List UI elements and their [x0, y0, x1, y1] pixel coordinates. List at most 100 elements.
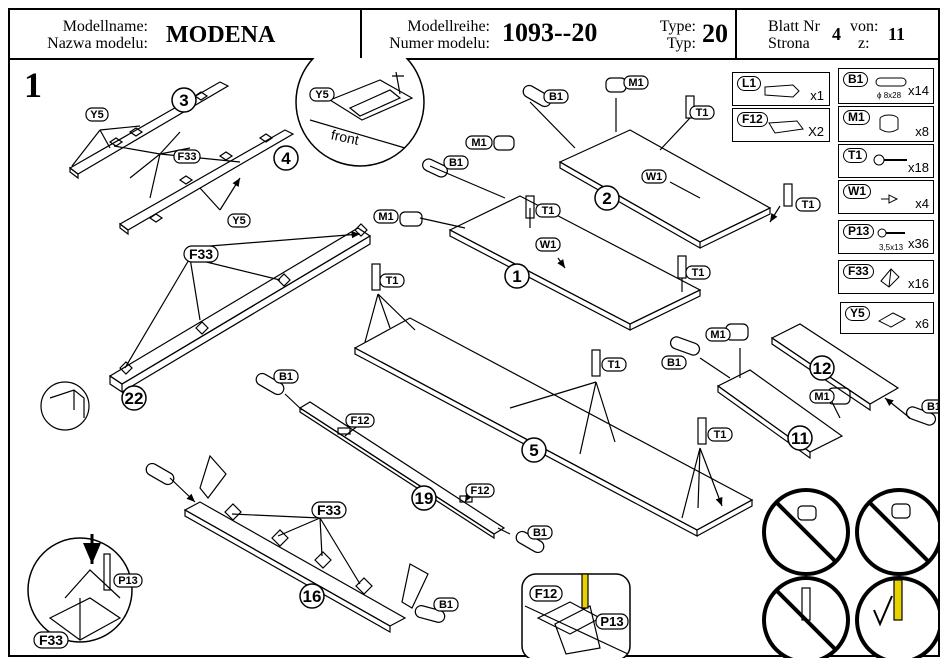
connector-icon [877, 312, 907, 328]
tag-f33: F33 [39, 632, 63, 648]
tag-t1: T1 [386, 275, 399, 287]
legend-item-f12: F12 X2 [732, 108, 830, 142]
header-bar: Modellname: Nazwa modelu: MODENA Modellr… [10, 10, 938, 60]
legend-qty: x6 [915, 316, 929, 331]
tag-f33: F33 [178, 151, 197, 163]
legend-qty: x8 [915, 124, 929, 139]
legend-qty: x36 [908, 236, 929, 251]
dowel-icon [875, 77, 907, 87]
tag-t1: T1 [608, 359, 621, 371]
panel-11-12 [669, 323, 937, 460]
series-label-de: Modellreihe: [407, 18, 490, 35]
tag-y5: Y5 [232, 215, 245, 227]
tag-b1: B1 [279, 371, 293, 383]
tag-t1: T1 [714, 429, 727, 441]
tag-f33: F33 [317, 502, 341, 518]
legend-tag: Y5 [845, 306, 870, 321]
cam-lock-icon [879, 114, 899, 133]
tag-y5: Y5 [315, 89, 328, 101]
tag-f12: F12 [471, 485, 490, 497]
legend-qty: x18 [908, 160, 929, 175]
tag-t1: T1 [802, 199, 815, 211]
legend-tag: T1 [843, 148, 868, 163]
part-3: 3 [179, 91, 188, 110]
tag-b1: B1 [533, 527, 547, 539]
warning-circles [762, 488, 938, 658]
of-label-pl: z: [858, 35, 870, 52]
tag-m1: M1 [710, 329, 725, 341]
front-caption: front [330, 126, 361, 147]
type-value: 20 [702, 19, 728, 48]
tag-w1: W1 [540, 239, 557, 251]
bracket-detail [27, 534, 133, 643]
tag-y5: Y5 [90, 109, 103, 121]
legend-spec: ϕ 8x28 [877, 91, 902, 100]
corner-bracket-icon [880, 268, 900, 288]
panel-1 [399, 158, 702, 331]
cam-bolt-icon [873, 154, 907, 166]
legend-item-b1: B1 ϕ 8x28 x14 [838, 68, 934, 104]
part-12: 12 [813, 359, 832, 378]
y5-front-detail [295, 58, 425, 167]
step-number: 1 [24, 65, 42, 105]
tag-m1: M1 [471, 137, 486, 149]
panel-5 [353, 263, 754, 537]
tag-p13: P13 [600, 614, 623, 629]
legend-spec: 3,5x13 [879, 243, 904, 252]
tag-b1: B1 [449, 157, 463, 169]
model-name-label-pl: Nazwa modelu: [47, 35, 148, 52]
sheet-label-de: Blatt Nr [768, 18, 820, 35]
instruction-sheet: Modellname: Nazwa modelu: MODENA Modellr… [8, 8, 940, 658]
screw-icon [877, 228, 905, 238]
shelf-support-icon [768, 120, 804, 134]
panel-22 [40, 223, 372, 431]
tag-f12: F12 [351, 415, 370, 427]
legend-qty: x4 [915, 196, 929, 211]
sheet-label-pl: Strona [768, 35, 810, 52]
tag-b1: B1 [927, 401, 938, 413]
glue-tube-icon [764, 84, 800, 98]
panel-16 [145, 454, 446, 634]
legend-tag: W1 [843, 184, 871, 199]
legend-item-t1: T1 x18 [838, 144, 934, 178]
tag-b1: B1 [667, 357, 681, 369]
legend-item-m1: M1 x8 [838, 106, 934, 142]
part-2: 2 [602, 189, 611, 208]
legend-item-f33: F33 x16 [838, 260, 934, 294]
part-16: 16 [303, 587, 322, 606]
tag-f12: F12 [535, 586, 557, 601]
part-11: 11 [791, 429, 809, 448]
legend-tag: F33 [843, 264, 874, 279]
part-1: 1 [512, 267, 521, 286]
header-divider [735, 10, 737, 58]
legend-tag: B1 [843, 72, 869, 87]
tag-m1: M1 [378, 211, 393, 223]
legend-item-l1: L1 x1 [732, 72, 830, 106]
legend-item-y5: Y5 x6 [840, 302, 934, 334]
tag-m1: M1 [814, 391, 829, 403]
type-label-de: Type: [659, 18, 696, 35]
assembly-drawing: 3 4 22 1 2 5 12 11 19 16 [27, 58, 938, 658]
part-22: 22 [125, 389, 144, 408]
tag-w1: W1 [646, 171, 663, 183]
sheet-value: 4 [832, 24, 841, 44]
legend-qty: x1 [810, 88, 824, 103]
type-label-pl: Typ: [666, 35, 696, 52]
series-number: 1093--20 [502, 18, 598, 47]
pin-icon [881, 194, 899, 204]
part-4: 4 [281, 149, 291, 168]
legend-qty: x14 [908, 83, 929, 98]
legend-tag: F12 [737, 112, 768, 127]
model-name: MODENA [166, 22, 276, 48]
part-5: 5 [529, 441, 538, 460]
legend-tag: P13 [843, 224, 875, 239]
of-label-de: von: [850, 18, 879, 35]
tag-b1: B1 [549, 91, 563, 103]
tag-f33: F33 [189, 246, 213, 262]
panel-2 [493, 77, 793, 250]
legend-qty: x16 [908, 276, 929, 291]
tag-t1: T1 [696, 107, 709, 119]
legend-item-p13: P13 3,5x13 x36 [838, 220, 934, 254]
model-name-label-de: Modellname: [62, 18, 148, 35]
of-value: 11 [888, 24, 906, 44]
